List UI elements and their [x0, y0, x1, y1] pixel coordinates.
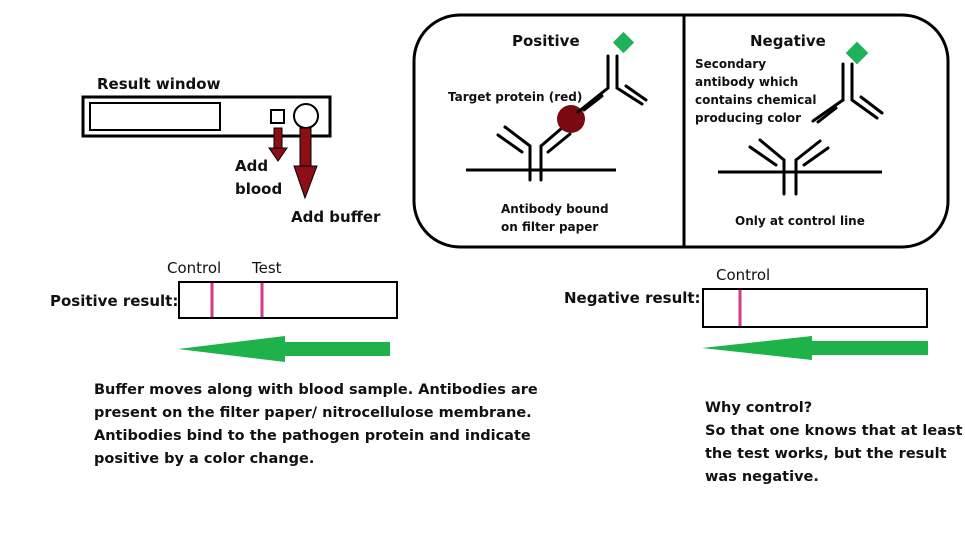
negative-flow-arrow-icon — [702, 336, 928, 360]
positive-caption-line2: on filter paper — [501, 220, 599, 234]
blood-well — [270, 109, 285, 124]
negative-panel-title: Negative — [750, 32, 826, 50]
positive-capture-antibody-icon — [496, 125, 572, 182]
positive-test-label: Test — [252, 259, 282, 277]
positive-caption-line1: Antibody bound — [501, 202, 609, 216]
result-window-label: Result window — [97, 75, 221, 93]
positive-panel-title: Positive — [512, 32, 580, 50]
positive-result-label: Positive result: — [50, 292, 179, 310]
result-window-slot — [89, 102, 221, 131]
negative-result-label: Negative result: — [564, 289, 701, 307]
positive-color-tag-icon — [612, 31, 635, 54]
positive-secondary-antibody-icon — [576, 54, 648, 114]
secondary-antibody-label-line1: Secondary — [695, 57, 767, 71]
explanation-line: positive by a color change. — [94, 451, 315, 467]
why-control-line: the test works, but the result — [705, 446, 947, 462]
add-blood-label-line2: blood — [235, 180, 283, 198]
why-control-line: So that one knows that at least — [705, 423, 963, 439]
secondary-antibody-label-line3: contains chemical — [695, 93, 817, 107]
why-control-line: was negative. — [705, 469, 819, 485]
positive-result-strip — [178, 281, 398, 362]
why-control-paragraph: Why control? So that one knows that at l… — [705, 397, 963, 489]
secondary-antibody-label-line4: producing color — [695, 111, 802, 125]
explanation-paragraph: Buffer moves along with blood sample. An… — [94, 379, 538, 471]
target-protein-label: Target protein (red) — [448, 90, 583, 104]
explanation-line: present on the filter paper/ nitrocellul… — [94, 405, 532, 421]
buffer-well — [293, 103, 319, 129]
negative-capture-antibody-icon — [748, 138, 830, 196]
negative-control-label: Control — [716, 266, 771, 284]
panel-frame — [412, 13, 950, 249]
why-control-line: Why control? — [705, 400, 813, 416]
add-buffer-label: Add buffer — [291, 208, 381, 226]
positive-flow-arrow-icon — [178, 336, 390, 362]
negative-result-strip — [702, 288, 928, 360]
explanation-line: Antibodies bind to the pathogen protein … — [94, 428, 531, 444]
positive-control-label: Control — [167, 259, 222, 277]
test-cassette — [81, 95, 332, 138]
add-blood-arrow-icon — [268, 127, 288, 162]
negative-strip-body — [702, 288, 928, 328]
negative-secondary-antibody-icon — [811, 62, 884, 124]
negative-caption: Only at control line — [735, 214, 865, 228]
secondary-antibody-label-line2: antibody which — [695, 75, 799, 89]
add-blood-label-line1: Add — [235, 157, 269, 175]
mechanism-panel — [412, 13, 950, 249]
add-buffer-arrow-icon — [293, 127, 318, 200]
positive-strip-body — [178, 281, 398, 319]
explanation-line: Buffer moves along with blood sample. An… — [94, 382, 538, 398]
